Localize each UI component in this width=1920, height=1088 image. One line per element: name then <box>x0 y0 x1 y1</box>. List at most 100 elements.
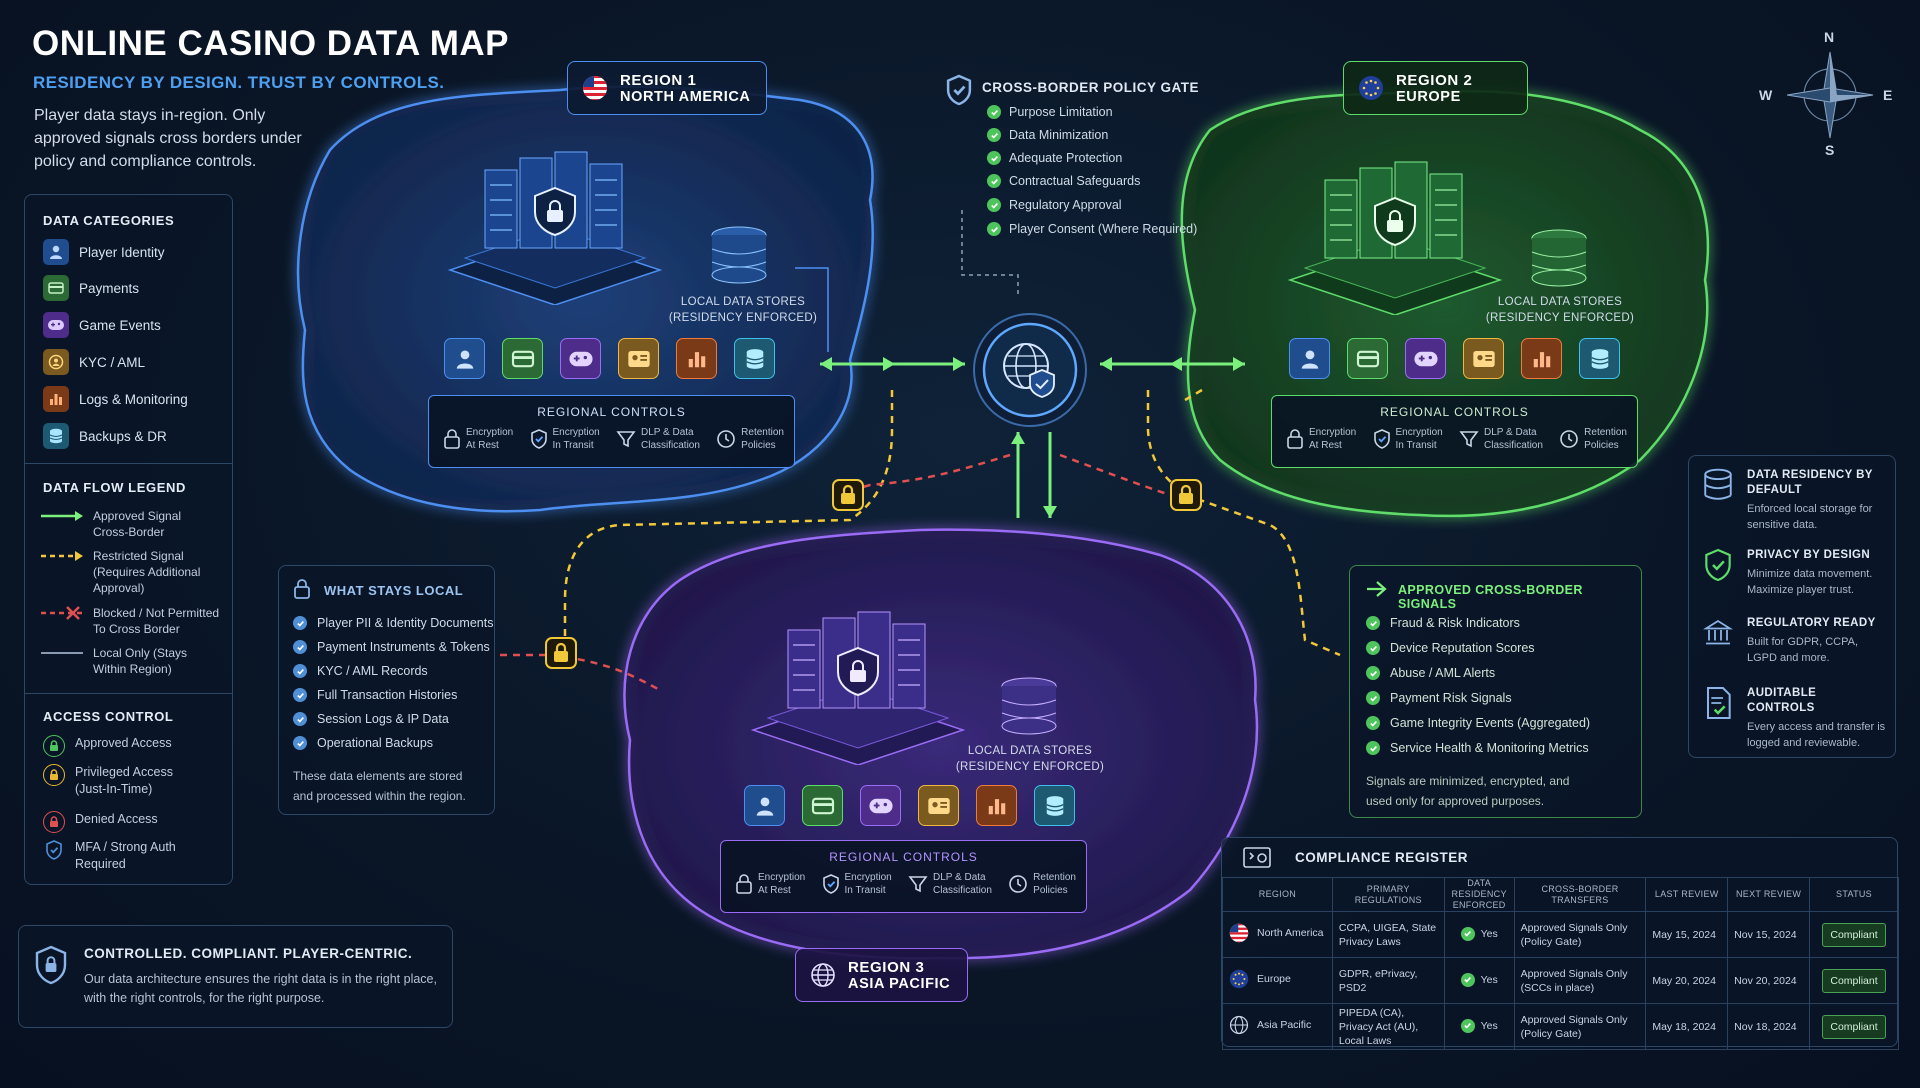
bar-chart-icon <box>43 386 69 412</box>
table-row: North America CCPA, UIGEA, State Privacy… <box>1222 911 1899 958</box>
local-stores-label-na: LOCAL DATA STORES(RESIDENCY ENFORCED) <box>668 296 818 324</box>
user-icon <box>43 239 69 265</box>
flow-label: Restricted Signal (Requires Additional A… <box>93 549 201 595</box>
flow-restricted: Restricted Signal (Requires Additional A… <box>41 548 213 596</box>
arrow-right-icon <box>1367 581 1387 597</box>
lock-icon <box>444 429 460 449</box>
category-label: Player Identity <box>79 244 165 260</box>
compass-icon <box>1786 51 1874 139</box>
list-item: Payment Instruments & Tokens <box>293 640 490 654</box>
database-na <box>711 226 767 284</box>
legend-panel: DATA CATEGORIES Player Identity Payments… <box>24 194 233 885</box>
table-row: Europe GDPR, ePrivacy, PSD2 Yes Approved… <box>1222 957 1899 1004</box>
clock-icon <box>717 430 735 448</box>
us-flag-icon <box>1229 923 1249 942</box>
filter-icon <box>616 431 636 448</box>
id-badge-icon <box>618 338 659 379</box>
list-item: KYC / AML Records <box>293 664 428 678</box>
shield-check-icon <box>1373 429 1390 449</box>
compass-w: W <box>1759 87 1773 103</box>
gamepad-icon <box>43 312 69 338</box>
col-header: STATUS <box>1809 877 1899 912</box>
category-strip-na <box>444 338 775 379</box>
shield-check-icon <box>1705 548 1731 582</box>
us-flag-icon <box>583 76 607 100</box>
card-icon <box>1347 338 1388 379</box>
database-icon <box>734 338 775 379</box>
filter-icon <box>1459 431 1479 448</box>
table-row: Asia Pacific PIPEDA (CA), Privacy Act (A… <box>1222 1003 1899 1050</box>
list-item: Game Integrity Events (Aggregated) <box>1366 716 1590 730</box>
list-item: Fraud & Risk Indicators <box>1366 616 1520 630</box>
category-payments: Payments <box>43 275 139 301</box>
eu-flag-icon <box>1229 969 1249 988</box>
col-header: NEXT REVIEW <box>1727 877 1810 912</box>
bank-icon <box>1703 619 1733 645</box>
flow-legend-title: DATA FLOW LEGEND <box>43 480 186 495</box>
shield-check-icon <box>822 874 839 894</box>
stays-local-title: WHAT STAYS LOCAL <box>324 583 464 598</box>
list-item: Full Transaction Histories <box>293 688 457 702</box>
list-item: Device Reputation Scores <box>1366 641 1535 655</box>
database-eu <box>1531 229 1587 287</box>
category-label: Backups & DR <box>79 428 167 444</box>
register-table: REGION PRIMARY REGULATIONS DATA RESIDENC… <box>1222 877 1899 1050</box>
list-item: Session Logs & IP Data <box>293 712 449 726</box>
categories-title: DATA CATEGORIES <box>43 213 175 228</box>
bar-chart-icon <box>1521 338 1562 379</box>
list-item: Operational Backups <box>293 736 433 750</box>
region-line1: REGION 3 <box>848 958 925 976</box>
clock-icon <box>1009 875 1027 893</box>
database-icon <box>1704 468 1732 500</box>
lock-icon <box>294 579 310 599</box>
eu-flag-icon <box>1359 76 1383 100</box>
category-kyc-aml: KYC / AML <box>43 349 145 375</box>
tagline-panel: CONTROLLED. COMPLIANT. PLAYER-CENTRIC. O… <box>18 925 453 1028</box>
list-item: Abuse / AML Alerts <box>1366 666 1495 680</box>
bar-chart-icon <box>976 785 1017 826</box>
policy-gate-hub <box>973 313 1087 427</box>
category-player-identity: Player Identity <box>43 239 165 265</box>
category-logs: Logs & Monitoring <box>43 386 188 412</box>
gate-title: CROSS-BORDER POLICY GATE <box>982 80 1200 95</box>
flow-approved: Approved Signal Cross-Border <box>41 508 213 540</box>
gamepad-icon <box>1405 338 1446 379</box>
gate-item: Contractual Safeguards <box>987 174 1140 188</box>
bar-chart-icon <box>676 338 717 379</box>
access-mfa: MFA / Strong Auth Required <box>43 839 195 873</box>
database-icon <box>1579 338 1620 379</box>
document-check-icon <box>1707 687 1731 719</box>
card-icon <box>502 338 543 379</box>
filter-icon <box>908 876 928 893</box>
database-icon <box>43 423 69 449</box>
user-icon <box>1289 338 1330 379</box>
approved-signals-panel: APPROVED CROSS-BORDER SIGNALS Fraud & Ri… <box>1349 565 1642 818</box>
approved-title: APPROVED CROSS-BORDER SIGNALS <box>1398 583 1583 611</box>
gate-item: Adequate Protection <box>987 151 1122 165</box>
col-header: REGION <box>1222 877 1333 912</box>
flow-label: Approved Signal Cross-Border <box>93 509 182 539</box>
flow-local: Local Only (Stays Within Region) <box>41 645 213 677</box>
category-strip-eu <box>1289 338 1620 379</box>
local-stores-label-ap: LOCAL DATA STORES(RESIDENCY ENFORCED) <box>955 745 1105 773</box>
col-header: PRIMARY REGULATIONS <box>1331 877 1445 912</box>
card-icon <box>43 275 69 301</box>
clock-icon <box>1560 430 1578 448</box>
category-strip-ap <box>744 785 1075 826</box>
region-line2: NORTH AMERICA <box>620 88 751 105</box>
compass-s: S <box>1825 142 1835 158</box>
region-line1: REGION 2 <box>1396 71 1473 89</box>
